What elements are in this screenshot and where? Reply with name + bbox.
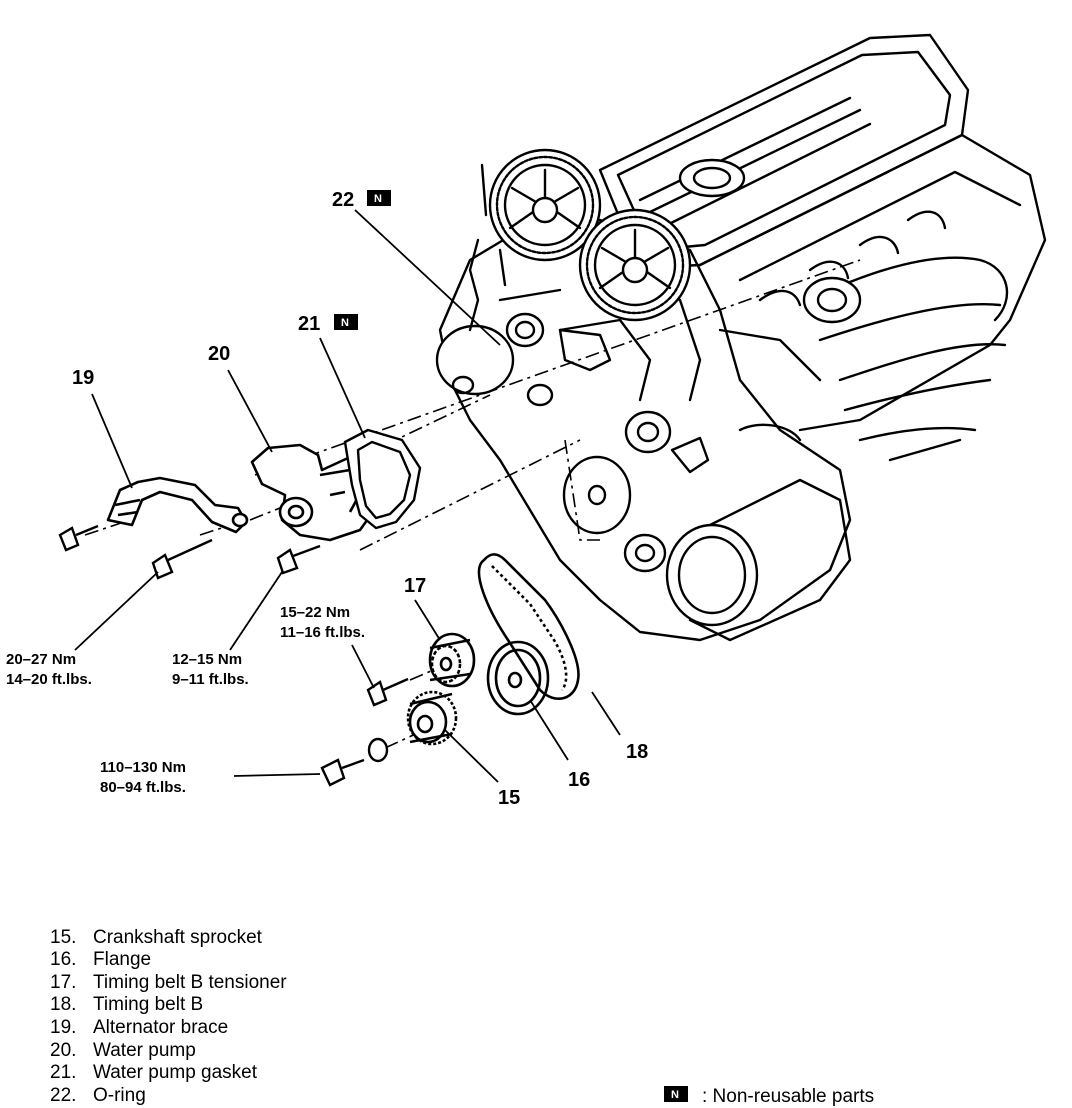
torque-brace-nm: 20–27 Nm	[6, 651, 76, 668]
torque-pump-ft: 9–11 ft.lbs.	[172, 671, 249, 688]
legend-num: 20.	[50, 1040, 76, 1061]
crankshaft-sprocket	[406, 690, 458, 746]
callout-20: 20	[208, 343, 230, 365]
legend-label: O-ring	[93, 1085, 146, 1106]
torque-tensioner-nm: 15–22 Nm	[280, 604, 350, 621]
legend-label: Alternator brace	[93, 1017, 228, 1038]
badge-letter: N	[671, 1089, 679, 1101]
legend-label: Timing belt B tensioner	[93, 972, 287, 993]
callout-21: 21	[298, 313, 320, 335]
non-reusable-label: : Non-reusable parts	[702, 1086, 874, 1107]
torque-crank-ft: 80–94 ft.lbs.	[100, 779, 186, 796]
crank-washer	[367, 737, 389, 763]
callout-18: 18	[626, 741, 648, 763]
non-reusable-badge-22: N	[367, 190, 391, 206]
legend-num: 21.	[50, 1062, 76, 1083]
legend-label: Water pump	[93, 1040, 196, 1061]
non-reusable-key: N : Non-reusable parts	[664, 1086, 874, 1107]
alternator-brace	[106, 476, 249, 534]
legend-label: Water pump gasket	[93, 1062, 258, 1083]
legend-num: 22.	[50, 1085, 76, 1106]
badge-letter: N	[341, 317, 349, 329]
legend-num: 16.	[50, 949, 76, 970]
torque-crank-nm: 110–130 Nm	[100, 759, 186, 776]
flange	[486, 640, 550, 716]
timing-belt-b	[477, 553, 580, 700]
engine-block	[435, 33, 1047, 642]
callout-17: 17	[404, 575, 426, 597]
legend-num: 17.	[50, 972, 76, 993]
tensioner-bolt	[366, 677, 409, 707]
callout-15: 15	[498, 787, 520, 809]
torque-pump-nm: 12–15 Nm	[172, 651, 242, 668]
callout-19: 19	[72, 367, 94, 389]
timing-belt-b-tensioner	[428, 632, 476, 688]
legend-num: 18.	[50, 994, 76, 1015]
legend-label: Crankshaft sprocket	[93, 927, 263, 948]
legend-num: 19.	[50, 1017, 76, 1038]
crank-bolt	[320, 758, 365, 787]
brace-bolts	[58, 524, 321, 580]
parts-legend: 15. Crankshaft sprocket 16. Flange 17. T…	[50, 927, 287, 1106]
torque-brace-ft: 14–20 ft.lbs.	[6, 671, 92, 688]
torque-tensioner-ft: 11–16 ft.lbs.	[280, 624, 365, 641]
leader-lines	[74, 209, 621, 783]
water-pump-gasket	[343, 428, 422, 530]
non-reusable-badge-21: N	[334, 314, 358, 330]
legend-label: Flange	[93, 949, 151, 970]
legend-label: Timing belt B	[93, 994, 203, 1015]
callout-16: 16	[568, 769, 590, 791]
callout-22: 22	[332, 189, 354, 211]
legend-num: 15.	[50, 927, 76, 948]
badge-letter: N	[374, 193, 382, 205]
